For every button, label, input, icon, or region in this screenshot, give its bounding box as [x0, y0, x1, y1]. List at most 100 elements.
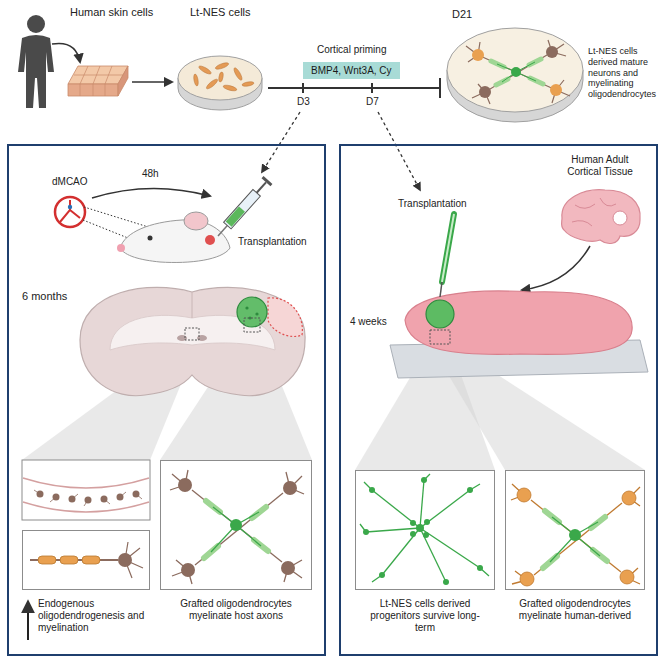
culture-dish: [193, 74, 199, 87]
corpus-callosum-inset: [23, 478, 149, 488]
human-myelination-inset: [620, 570, 634, 584]
human-myelination-inset: [511, 484, 640, 584]
grafted-oligodendrocyte-inset: [211, 507, 261, 552]
time-label: 48h: [142, 168, 159, 180]
graft-neurons-inset: [360, 474, 489, 582]
grafted-oligodendrocyte-inset: [170, 470, 304, 584]
graft-neurons-inset: [369, 487, 375, 493]
mature-culture-dish: [447, 28, 583, 122]
brain-section: [192, 292, 193, 318]
dashed-arrow: [262, 112, 300, 172]
graft-neurons-inset: [424, 519, 430, 525]
culture-dish: [198, 65, 212, 76]
dmcao-symbol: [60, 200, 80, 222]
corpus-callosum-inset: [37, 491, 140, 504]
inset-frame: [22, 530, 150, 590]
step-label: Human skin cells: [70, 6, 153, 19]
graft-neurons-inset: [420, 490, 470, 528]
time-label: 6 months: [22, 290, 67, 303]
graft-neurons-inset: [363, 529, 369, 535]
human-myelination-inset: [622, 491, 636, 505]
inset-panel: Lt-NES cells derived progenitors survive…: [355, 470, 495, 634]
tissue-slice: [405, 291, 632, 355]
graft-neurons-inset: [410, 520, 416, 526]
syringe: [257, 182, 266, 192]
step-label: Transplantation: [398, 198, 467, 210]
timeline: [439, 78, 441, 98]
human-brain-icon: [572, 198, 616, 226]
tissue-slice: [390, 291, 648, 378]
graft-neurons-inset: [423, 532, 429, 538]
inset-ground: [160, 460, 312, 590]
culture-dish: [205, 78, 219, 90]
graft-neurons-inset: [410, 531, 416, 537]
skin-cells: [80, 84, 105, 96]
mature-culture-dish: [497, 62, 536, 82]
mature-culture-dish: [550, 84, 562, 96]
step-label: Lt-NES cells: [190, 6, 251, 19]
skin-cells: [68, 66, 128, 84]
human-myelination-inset: [534, 503, 622, 575]
human-brain-icon: [562, 190, 641, 244]
pipette: [442, 214, 454, 282]
syringe: [226, 206, 245, 226]
skin-cells: [74, 66, 123, 84]
brain-section: [255, 312, 258, 315]
human-myelination-inset: [520, 572, 534, 586]
brain-section: [185, 328, 199, 340]
graft-neurons-inset: [420, 528, 446, 582]
pipette: [440, 282, 442, 297]
mouse-head: [184, 212, 208, 230]
grafted-oligodendrocyte-inset: [178, 478, 297, 577]
human-myelination-inset: [543, 511, 607, 568]
mature-culture-dish: [485, 52, 552, 92]
culture-dish: [215, 62, 230, 71]
graft-neurons-inset: [443, 579, 449, 585]
graft-neurons-inset: [416, 524, 424, 532]
myelinated-axon: [30, 542, 143, 578]
graft-neurons-inset: [421, 477, 427, 483]
grafted-oligodendrocyte-inset: [204, 501, 268, 558]
graft-neurons-inset: [372, 490, 420, 528]
grafted-oligodendrocyte-inset: [170, 470, 304, 584]
human-myelination-inset: [517, 488, 531, 502]
mature-culture-dish: [466, 40, 570, 104]
mature-culture-dish: [466, 40, 570, 104]
mouse-head: [117, 212, 230, 262]
dmcao-symbol: [55, 197, 85, 227]
human-myelination-inset: [531, 500, 621, 572]
brain-section: [80, 287, 305, 395]
mouse-head: [205, 235, 215, 245]
grafted-oligodendrocyte-inset: [181, 563, 195, 577]
model-label: dMCAO: [52, 176, 88, 188]
inset-panel: Endogenous oligodendrogenesis and myelin…: [22, 530, 150, 634]
timeline: [268, 87, 440, 89]
culture-dish: [178, 56, 262, 110]
graft-neurons-inset: [477, 565, 483, 571]
timeline: [302, 83, 304, 93]
inset-caption: Grafted oligodendrocytes myelinate host …: [160, 598, 312, 622]
box-text: BMP4, Wnt3A, Cy: [311, 64, 392, 77]
mouse-head: [148, 236, 153, 241]
syringe: [214, 176, 273, 240]
curved-arrow: [52, 43, 80, 62]
brain-section: [80, 287, 305, 395]
grafted-oligodendrocyte-inset: [230, 519, 242, 531]
inset-box: [22, 460, 150, 520]
graft-neurons-inset: [360, 474, 489, 585]
human-myelination-inset: [550, 517, 600, 562]
mature-culture-dish: [478, 55, 556, 90]
culture-dish: [233, 67, 244, 81]
culture-dish: [178, 56, 262, 100]
dmcao-symbol: [68, 205, 72, 209]
human-brain-icon: [562, 190, 641, 244]
brain-section: [268, 298, 302, 337]
grafted-oligodendrocyte-inset: [192, 490, 282, 562]
mouse-head: [117, 244, 125, 252]
graft-neurons-inset: [420, 480, 424, 528]
inset-panel: Grafted oligodendrocytes myelinate host …: [160, 460, 312, 622]
human-brain-icon: [613, 211, 627, 225]
panel-frame: [340, 145, 657, 655]
tissue-label: Human Adult Cortical Tissue: [560, 154, 640, 178]
dashed-arrow: [378, 112, 420, 190]
